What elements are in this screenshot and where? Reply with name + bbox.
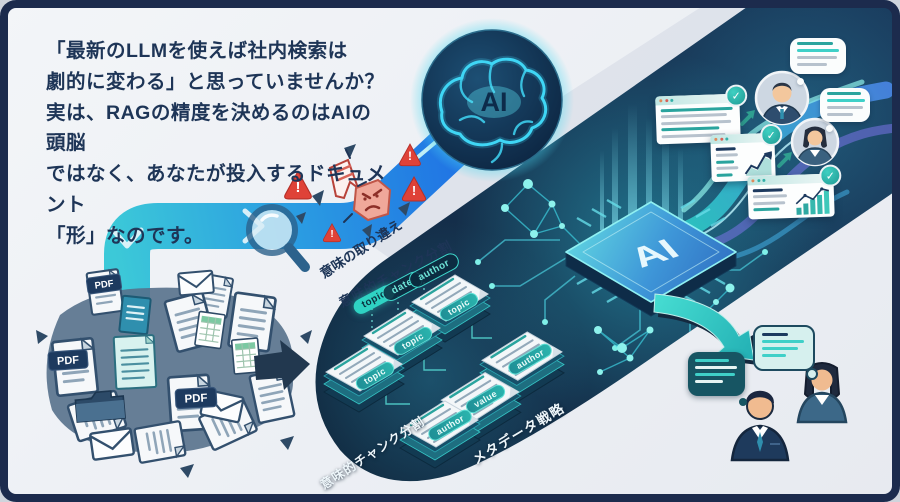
window-dot-icon: [664, 99, 668, 103]
speech-bubble: [790, 38, 846, 74]
svg-text:!: !: [330, 229, 333, 240]
person-male: [730, 390, 790, 462]
user-avatar-male: [754, 70, 810, 126]
window-dot-icon: [659, 99, 663, 103]
window-dot-icon: [719, 137, 723, 141]
light-beams: [600, 104, 683, 230]
magnifier-icon: [246, 204, 310, 272]
warning-triangle-icon: !: [284, 170, 312, 200]
window-dot-icon: [725, 137, 729, 141]
line-chart-icon: [744, 150, 773, 176]
document-pile: PDF PDF PDF: [36, 267, 312, 478]
result-card-linechart: ✓: [710, 123, 783, 183]
pdf-badge: PDF: [85, 273, 123, 295]
ai-chip: AI: [565, 198, 737, 317]
svg-text:PDF: PDF: [94, 278, 115, 292]
transfer-arrow-icon: [254, 340, 310, 390]
headline: 「最新のLLMを使えば社内検索は 劇的に変わる」と思っていませんか？ 実は、RA…: [46, 36, 391, 252]
folder-icon: [74, 390, 126, 423]
pdf-badge: PDF: [174, 386, 218, 410]
headline-line: 「最新のLLMを使えば社内検索は: [46, 40, 348, 62]
window-dot-icon: [670, 98, 674, 102]
svg-text:!: !: [408, 149, 412, 163]
headline-line: ではなく、あなたが投入するドキュメント: [46, 163, 387, 216]
speech-bubble: [820, 88, 870, 122]
svg-text:PDF: PDF: [184, 392, 208, 405]
window-dot-icon: [762, 178, 766, 182]
speech-bubble: [753, 325, 815, 371]
warning-triangle-icon: !: [322, 223, 342, 243]
headline-line: 「形」なのです。: [46, 224, 205, 247]
brain-label: AI: [481, 87, 508, 117]
angry-paper-icon: [352, 178, 392, 222]
warning-triangle-icon: !: [399, 143, 421, 167]
window-dot-icon: [756, 179, 760, 183]
bar-chart-icon: [795, 187, 830, 215]
svg-text:PDF: PDF: [57, 354, 80, 368]
headline-line: 劇的に変わる」と思っていませんか？: [46, 70, 385, 93]
brain-ai-badge: AI: [410, 18, 574, 182]
window-dot-icon: [714, 137, 718, 141]
mislabel-cluster: ! ! ! !: [284, 143, 427, 243]
svg-text:!: !: [296, 179, 301, 196]
pdf-badge: PDF: [47, 348, 89, 372]
headline-line: 実は、RAGの精度を決めるのはAIの頭脳: [46, 101, 372, 155]
result-card-barchart: ✓: [747, 164, 842, 220]
speech-bubble: [688, 352, 745, 396]
window-dot-icon: [751, 179, 755, 183]
svg-text:!: !: [412, 183, 416, 198]
warning-triangle-icon: !: [401, 176, 427, 202]
brain-icon: [437, 55, 550, 164]
paper-shards: [36, 330, 312, 478]
